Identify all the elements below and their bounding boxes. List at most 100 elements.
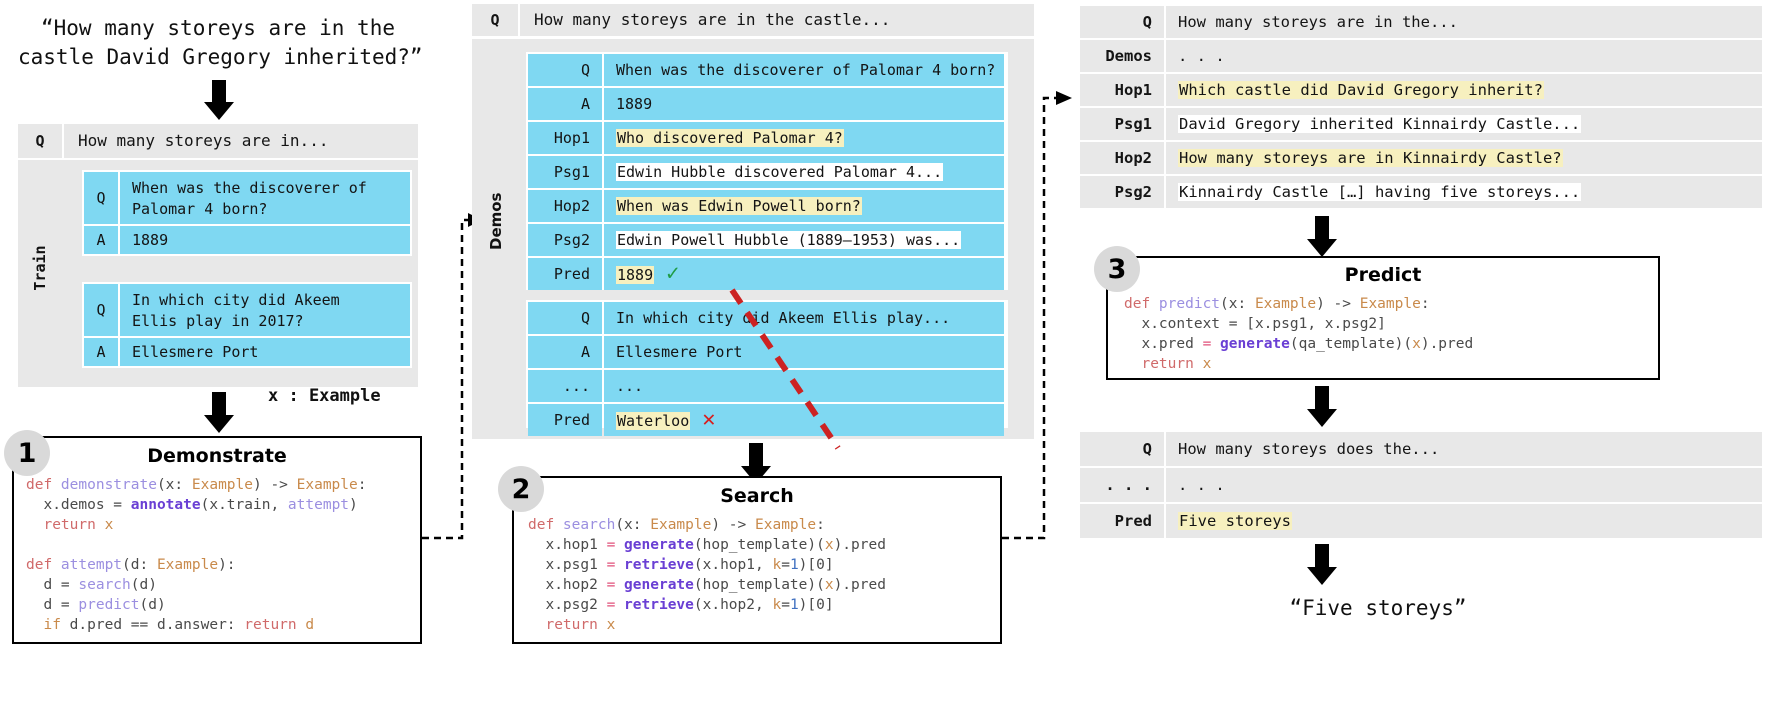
row-label: Hop2 bbox=[1080, 142, 1164, 174]
row-label: A bbox=[528, 88, 602, 120]
x-example-caption: x : Example bbox=[268, 386, 381, 406]
code-token: d = bbox=[26, 597, 79, 613]
row-text: . . . bbox=[1178, 47, 1225, 65]
row-text: Edwin Hubble discovered Palomar 4... bbox=[616, 163, 944, 181]
code-line: return x bbox=[528, 615, 1000, 635]
code-token: annotate bbox=[130, 497, 201, 513]
train-example-1: Q When was the discoverer of Palomar 4 b… bbox=[82, 170, 412, 256]
row-label: Q bbox=[1080, 6, 1164, 38]
train-2-q-label: Q bbox=[84, 284, 118, 336]
code-token: ).pred bbox=[1420, 336, 1474, 352]
row-text: Five storeys bbox=[1178, 512, 1292, 530]
code-token: (x.train, bbox=[200, 497, 288, 513]
row-text: In which city did Akeem Ellis play... bbox=[616, 309, 951, 327]
code-token: Example bbox=[1254, 296, 1317, 312]
code-token: x bbox=[95, 517, 114, 533]
code-token: ).pred bbox=[833, 537, 886, 553]
search-code: def search(x: Example) -> Example: x.hop… bbox=[528, 515, 1000, 635]
code-token: demonstrate bbox=[60, 477, 157, 493]
code-line: x.hop1 = generate(hop_template)(x).pred bbox=[528, 535, 1000, 555]
row-text: 1889 bbox=[616, 95, 653, 113]
code-token: (x.hop1, bbox=[693, 557, 773, 573]
row-text: David Gregory inherited Kinnairdy Castle… bbox=[1178, 115, 1582, 133]
row-value: When was Edwin Powell born? bbox=[604, 190, 1004, 222]
code-token: ) -> bbox=[1316, 296, 1360, 312]
code-line: x.psg1 = retrieve(x.hop1, k=1)[0] bbox=[528, 555, 1000, 575]
row-value: Edwin Hubble discovered Palomar 4... bbox=[604, 156, 1004, 188]
code-token: Example bbox=[1359, 296, 1421, 312]
code-token: ) -> bbox=[711, 517, 755, 533]
row-value: Edwin Powell Hubble (1889–1953) was... bbox=[604, 224, 1004, 256]
row-value: Waterloo✕ bbox=[604, 404, 1004, 436]
row-value: Kinnairdy Castle […] having five storeys… bbox=[1166, 176, 1762, 208]
code-token: d = bbox=[26, 577, 79, 593]
code-token: d.pred == d.answer: bbox=[60, 617, 245, 633]
row-text: Ellesmere Port bbox=[616, 343, 743, 361]
code-token: )[0] bbox=[798, 597, 834, 613]
code-token: = bbox=[606, 597, 616, 613]
row-value: . . . bbox=[1166, 468, 1762, 502]
row-text: How many storeys are in Kinnairdy Castle… bbox=[1178, 149, 1563, 167]
row-value: How many storeys does the... bbox=[1166, 432, 1762, 466]
row-value: How many storeys are in Kinnairdy Castle… bbox=[1166, 142, 1762, 174]
code-token: k bbox=[772, 557, 782, 573]
predict-code: def predict(x: Example) -> Example: x.co… bbox=[1124, 294, 1658, 374]
cross-icon: ✕ bbox=[702, 407, 716, 432]
row-value: When was the discoverer of Palomar 4 bor… bbox=[604, 54, 1004, 86]
code-token bbox=[528, 617, 545, 633]
row-text: Kinnairdy Castle […] having five storeys… bbox=[1178, 183, 1582, 201]
arrow-quote-to-example bbox=[203, 80, 235, 122]
code-line: d = search(d) bbox=[26, 575, 420, 595]
code-token: Example bbox=[755, 517, 817, 533]
final-answer: “Five storeys” bbox=[1289, 596, 1467, 620]
row-label: Hop2 bbox=[528, 190, 602, 222]
left-example-panel: Q How many storeys are in... Train Q Whe… bbox=[18, 124, 418, 387]
connector-search-to-right bbox=[1002, 90, 1074, 540]
row-text: Edwin Powell Hubble (1889–1953) was... bbox=[616, 231, 962, 249]
code-token: x.psg2 bbox=[528, 597, 607, 613]
demonstrate-code: def demonstrate(x: Example) -> Example: … bbox=[26, 475, 420, 635]
row-label: Q bbox=[528, 302, 602, 334]
code-token: ) bbox=[349, 497, 358, 513]
code-token: (x: bbox=[615, 517, 651, 533]
code-token: (hop_template)( bbox=[693, 537, 825, 553]
code-token bbox=[615, 557, 624, 573]
code-token: ).pred bbox=[833, 577, 886, 593]
row-label: Psg1 bbox=[528, 156, 602, 188]
code-token: predict bbox=[78, 597, 140, 613]
code-token bbox=[1124, 356, 1141, 372]
row-label: Pred bbox=[528, 258, 602, 290]
code-token: 1 bbox=[789, 597, 799, 613]
row-text: When was Edwin Powell born? bbox=[616, 197, 862, 215]
code-line: def demonstrate(x: Example) -> Example: bbox=[26, 475, 420, 495]
row-value: Which castle did David Gregory inherit? bbox=[1166, 74, 1762, 106]
predict-title: Predict bbox=[1344, 264, 1422, 286]
code-token bbox=[615, 577, 624, 593]
train-2-q-text: In which city did Akeem Ellis play in 20… bbox=[120, 284, 410, 336]
code-token: attempt bbox=[60, 557, 123, 573]
row-label: Hop1 bbox=[1080, 74, 1164, 106]
code-token: def bbox=[1124, 296, 1159, 312]
code-token: generate bbox=[624, 577, 694, 593]
search-title: Search bbox=[720, 485, 794, 507]
row-label: Pred bbox=[528, 404, 602, 436]
middle-q-text: How many storeys are in the castle... bbox=[520, 4, 1034, 36]
code-line: def search(x: Example) -> Example: bbox=[528, 515, 1000, 535]
demonstrate-code-box: Demonstrate def demonstrate(x: Example) … bbox=[12, 436, 422, 644]
row-label: Psg2 bbox=[528, 224, 602, 256]
code-token: return bbox=[1141, 356, 1194, 372]
row-text: How many storeys does the... bbox=[1178, 440, 1440, 458]
code-token: Example bbox=[650, 517, 712, 533]
row-value: Five storeys bbox=[1166, 504, 1762, 538]
code-token: retrieve bbox=[624, 557, 694, 573]
train-1-a-text: 1889 bbox=[120, 226, 410, 254]
code-token: x bbox=[1193, 356, 1212, 372]
code-token: x bbox=[824, 577, 834, 593]
row-value: How many storeys are in the... bbox=[1166, 6, 1762, 38]
code-token: (d) bbox=[130, 577, 157, 593]
code-token: def bbox=[26, 477, 61, 493]
row-text: How many storeys are in the... bbox=[1178, 13, 1458, 31]
code-token: Example bbox=[296, 477, 358, 493]
